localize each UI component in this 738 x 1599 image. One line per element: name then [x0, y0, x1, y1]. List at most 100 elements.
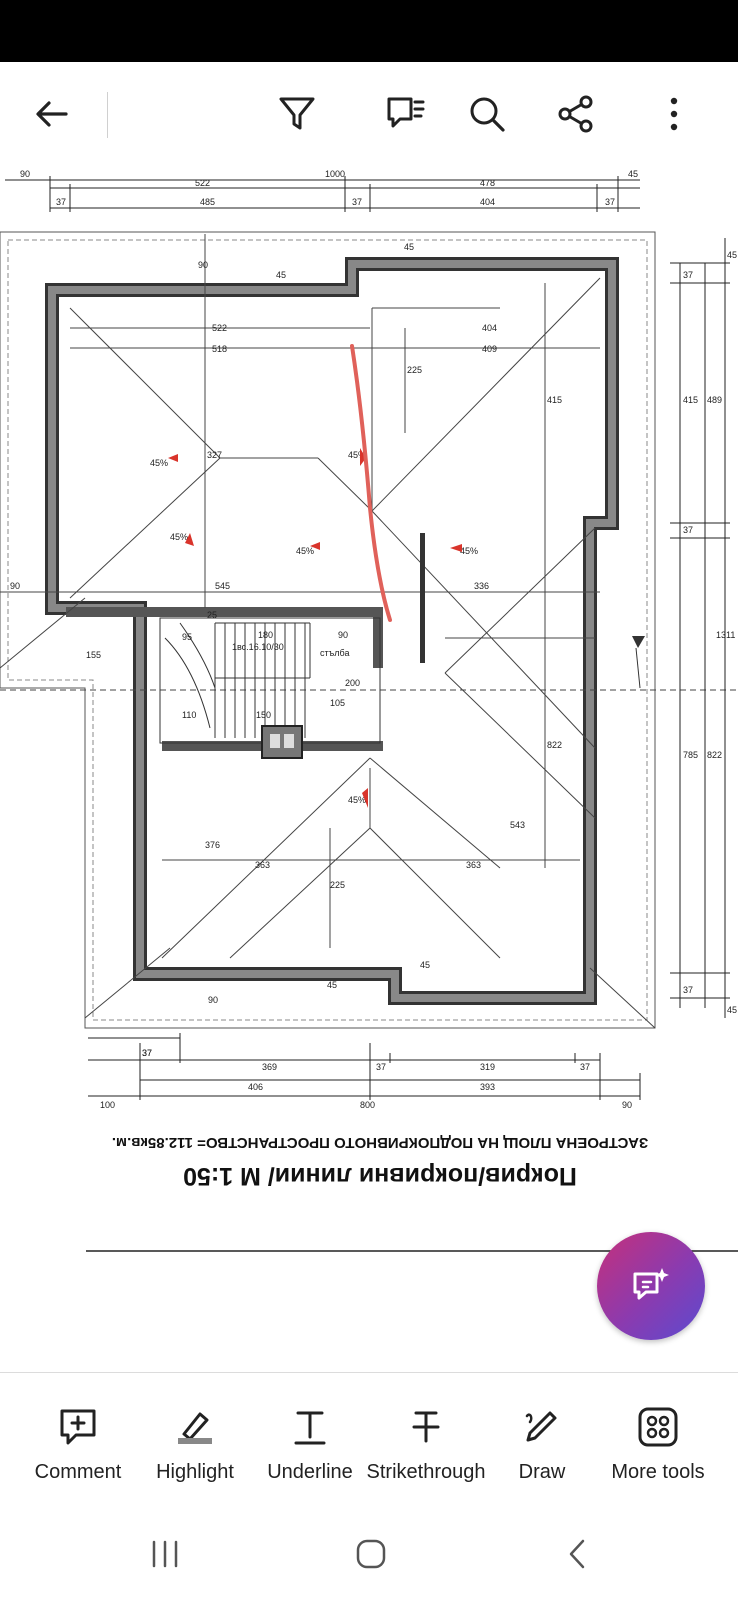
pdf-page-view[interactable]: 90 1000 45 522 478 37 485 37 404 37 [0, 168, 738, 1372]
more-vertical-icon [670, 97, 678, 131]
plan-subtitle: ЗАСТРОЕНА ПЛОЩ НА ПОДПОКРИВНОТО ПРОСТРАН… [112, 1134, 648, 1151]
plan-label-18: 90 [10, 581, 20, 591]
dim-bottom-10: 90 [622, 1100, 632, 1110]
tool-more-tools[interactable]: More tools [600, 1373, 716, 1511]
dim-right-8: 822 [707, 750, 722, 760]
dim-bottom-8: 100 [100, 1100, 115, 1110]
plan-label-36: 45% [348, 795, 366, 805]
share-button[interactable] [548, 86, 604, 142]
tool-underline[interactable]: Underline [252, 1373, 368, 1511]
dim-top-7: 485 [200, 197, 215, 207]
tool-highlight[interactable]: Highlight [137, 1373, 253, 1511]
plan-label-9: 415 [547, 395, 562, 405]
dim-bottom-9: 800 [360, 1100, 375, 1110]
dim-right-7: 785 [683, 750, 698, 760]
dim-bottom-7: 393 [480, 1082, 495, 1092]
tool-comment[interactable]: Comment [20, 1373, 136, 1511]
dim-top-5: 478 [480, 178, 495, 188]
dim-top-1: 90 [20, 169, 30, 179]
plan-label-32: 376 [205, 840, 220, 850]
ai-assistant-button[interactable] [597, 1232, 705, 1340]
plan-label-22: 1вс.16.10/30 [232, 642, 284, 652]
floor-plan-drawing: 90 1000 45 522 478 37 485 37 404 37 [0, 169, 738, 1252]
back-button[interactable] [24, 86, 80, 142]
plan-label-12: 45% [348, 450, 366, 460]
pen-icon [525, 1411, 557, 1442]
plan-label-4: 522 [212, 323, 227, 333]
plan-label-39: 90 [208, 995, 218, 1005]
arrow-left-icon [36, 101, 68, 127]
plan-label-13: 45% [170, 532, 188, 542]
tool-strikethrough-label: Strikethrough [366, 1461, 486, 1483]
plan-label-33: 363 [255, 860, 270, 870]
comment-list-icon [387, 97, 425, 128]
tool-comment-label: Comment [34, 1461, 122, 1483]
tool-strikethrough[interactable]: Strikethrough [366, 1373, 486, 1511]
status-bar [0, 0, 738, 62]
dim-bottom-6: 406 [248, 1082, 263, 1092]
plan-label-7: 409 [482, 344, 497, 354]
system-navigation-bar [0, 1510, 738, 1599]
tool-more-tools-label: More tools [611, 1461, 705, 1483]
plan-label-2: 45 [276, 270, 286, 280]
plan-label-31: 543 [510, 820, 525, 830]
plan-label-6: 518 [212, 344, 227, 354]
plan-label-38: 45 [327, 980, 337, 990]
toolbar-divider [107, 92, 108, 138]
comment-add-icon [60, 1409, 96, 1445]
underline-icon [294, 1411, 326, 1445]
plan-label-11: 327 [207, 450, 222, 460]
plan-label-19: 25 [207, 610, 217, 620]
dim-right-6: 1311 [716, 630, 735, 640]
dim-top-8: 37 [352, 197, 362, 207]
tool-highlight-label: Highlight [156, 1461, 234, 1483]
plan-label-20: 180 [258, 630, 273, 640]
nav-back-button[interactable] [548, 1524, 608, 1584]
dim-top-6: 37 [56, 197, 66, 207]
dim-top-10: 37 [605, 197, 615, 207]
ai-assistant-sparkle-icon [633, 1268, 669, 1300]
dim-bottom-1: 37 [142, 1048, 152, 1058]
home-button[interactable] [341, 1524, 401, 1584]
strikethrough-icon [412, 1411, 440, 1443]
dim-right-2: 37 [683, 270, 693, 280]
comments-list-button[interactable] [378, 86, 434, 142]
recents-icon [152, 1540, 178, 1568]
plan-label-27: 150 [256, 710, 271, 720]
dim-top-2: 1000 [325, 169, 345, 179]
plan-label-40: 37 [142, 1048, 152, 1058]
dim-right-3: 415 [683, 395, 698, 405]
plan-label-37: 45 [420, 960, 430, 970]
home-icon [356, 1539, 386, 1569]
share-icon [558, 95, 593, 133]
tool-draw[interactable]: Draw [484, 1373, 600, 1511]
grid-tools-icon [638, 1407, 678, 1447]
highlighter-icon [178, 1412, 212, 1444]
plan-label-30: 822 [547, 740, 562, 750]
plan-label-17: 336 [474, 581, 489, 591]
filter-button[interactable] [269, 86, 325, 142]
plan-label-15: 45% [460, 546, 478, 556]
dim-right-5: 37 [683, 525, 693, 535]
search-button[interactable] [459, 86, 515, 142]
dim-bottom-2: 369 [262, 1062, 277, 1072]
plan-label-28: 95 [182, 632, 192, 642]
more-options-button[interactable] [646, 86, 702, 142]
annotation-toolbar: Comment Highlight Underline Strikethroug… [0, 1372, 738, 1511]
plan-label-8: 225 [407, 365, 422, 375]
dim-top-3: 45 [628, 169, 638, 179]
plan-label-21: 90 [338, 630, 348, 640]
filter-icon [279, 97, 315, 130]
dim-right-4: 489 [707, 395, 722, 405]
dim-right-9: 37 [683, 985, 693, 995]
plan-label-23: стълба [320, 648, 349, 658]
plan-label-29: 155 [86, 650, 101, 660]
dim-bottom-3: 37 [376, 1062, 386, 1072]
tool-draw-label: Draw [518, 1461, 566, 1483]
search-icon [470, 97, 505, 132]
top-toolbar [0, 62, 738, 169]
recents-button[interactable] [135, 1524, 195, 1584]
plan-label-16: 545 [215, 581, 230, 591]
dim-bottom-5: 37 [580, 1062, 590, 1072]
plan-label-10: 45% [150, 458, 168, 468]
